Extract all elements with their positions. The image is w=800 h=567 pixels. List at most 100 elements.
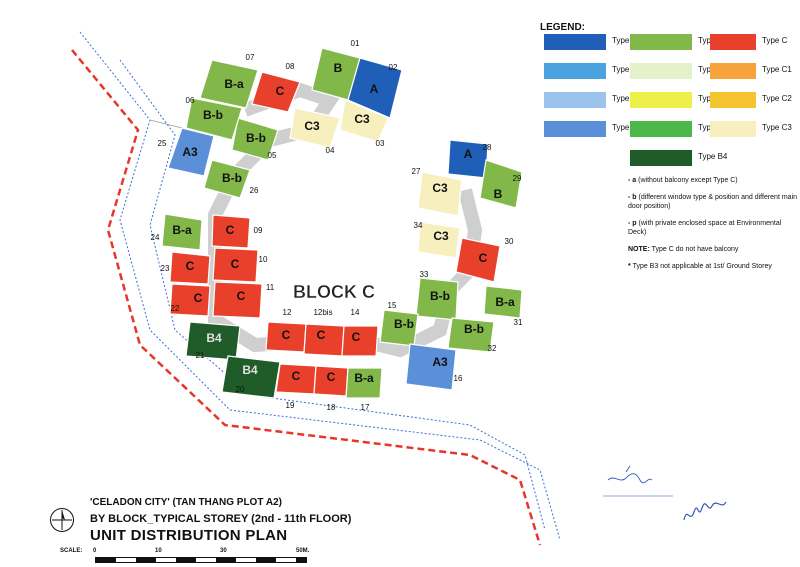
- scale-tick: 0: [93, 548, 97, 554]
- scale-tick: 50M.: [296, 548, 310, 554]
- labels-layer: B01A02C303C304B-b05B-b06B-a07C08A325B-b2…: [151, 39, 523, 412]
- unit-number-label: 08: [286, 62, 295, 71]
- unit-type-label: C: [237, 289, 246, 303]
- legend-swatch: [544, 92, 606, 108]
- unit-26: [203, 159, 251, 199]
- unit-type-label: C3: [433, 229, 449, 243]
- legend-notes: - a (without balcony except Type C) - b …: [628, 176, 798, 279]
- unit-number-label: 03: [376, 139, 385, 148]
- site-road-red: [71, 49, 542, 546]
- legend-swatch: [544, 34, 606, 50]
- unit-number-label: 30: [505, 237, 514, 246]
- unit-number-label: 24: [151, 233, 160, 242]
- drawing-title: UNIT DISTRIBUTION PLAN: [90, 527, 288, 544]
- scale-label: SCALE:: [60, 548, 83, 554]
- unit-number-label: 06: [186, 96, 195, 105]
- unit-number-label: 31: [514, 318, 523, 327]
- unit-29: [479, 159, 523, 209]
- unit-number-label: 21: [196, 351, 205, 360]
- unit-09: [211, 214, 251, 249]
- legend-swatch: [630, 121, 692, 137]
- unit-type-label: C: [282, 328, 291, 342]
- unit-number-label: 29: [513, 174, 522, 183]
- legend-swatch: [710, 92, 756, 108]
- unit-type-label: C3: [432, 181, 448, 195]
- unit-34: [417, 221, 461, 259]
- unit-type-label: B4: [242, 363, 258, 377]
- unit-type-label: B: [494, 187, 503, 201]
- unit-number-label: 11: [266, 283, 275, 292]
- unit-number-label: 05: [268, 151, 277, 160]
- scale-bar-graphic: [95, 557, 307, 563]
- unit-03: [339, 99, 389, 143]
- scale-tick: 10: [155, 548, 162, 554]
- north-arrow-icon: [50, 508, 74, 532]
- unit-27: [417, 171, 463, 217]
- drawing-subtitle: BY BLOCK_TYPICAL STOREY (2nd - 11th FLOO…: [90, 513, 352, 525]
- unit-number-label: 18: [327, 403, 336, 412]
- legend-swatch: [630, 150, 692, 166]
- unit-type-label: C: [317, 328, 326, 342]
- legend-swatch: [544, 63, 606, 79]
- unit-number-label: 04: [326, 146, 335, 155]
- unit-number-label: 12: [283, 308, 292, 317]
- title-block: 'CELADON CITY' (TAN THANG PLOT A2) BY BL…: [90, 497, 390, 567]
- unit-number-label: 10: [259, 255, 268, 264]
- unit-type-label: B-b: [222, 171, 242, 185]
- unit-31: [483, 285, 523, 319]
- unit-type-label: B-b: [394, 317, 414, 331]
- legend-swatch: [630, 34, 692, 50]
- legend-label: Type B4: [698, 152, 728, 161]
- site-road-blue-inner: [119, 59, 546, 531]
- legend-swatch: [544, 121, 606, 137]
- unit-22: [169, 283, 211, 317]
- unit-number-label: 28: [483, 143, 492, 152]
- note-a: - a (without balcony except Type C): [628, 177, 738, 184]
- scale-tick: 30: [220, 548, 227, 554]
- unit-20: [221, 355, 281, 399]
- unit-type-label: A: [370, 82, 379, 96]
- unit-type-label: B-a: [495, 295, 515, 309]
- unit-number-label: 07: [246, 53, 255, 62]
- unit-type-label: B-b: [430, 289, 450, 303]
- unit-type-label: B-b: [203, 108, 223, 122]
- unit-type-label: B: [334, 61, 343, 75]
- unit-number-label: 25: [158, 139, 167, 148]
- unit-number-label: 26: [250, 186, 259, 195]
- unit-type-label: B4: [206, 331, 222, 345]
- unit-08: [251, 71, 301, 113]
- unit-type-label: C3: [354, 112, 370, 126]
- unit-type-label: C: [194, 291, 203, 305]
- unit-number-label: 09: [254, 226, 263, 235]
- note-type-c: NOTE: Type C do not have balcony: [628, 246, 739, 253]
- unit-17: [345, 367, 383, 399]
- site-road-blue-outer: [79, 31, 561, 541]
- unit-24: [161, 213, 203, 251]
- unit-05: [231, 117, 279, 161]
- unit-type-label: C: [226, 223, 235, 237]
- legend-label: Type C3: [762, 123, 792, 132]
- legend-swatch: [710, 121, 756, 137]
- units-layer: [161, 47, 523, 399]
- legend-label: Type A2: [612, 94, 641, 103]
- unit-type-label: C: [327, 370, 336, 384]
- note-p: - p (with private enclosed space at Envi…: [628, 220, 782, 236]
- unit-number-label: 20: [236, 385, 245, 394]
- unit-type-label: C: [186, 259, 195, 273]
- unit-10: [212, 247, 259, 283]
- unit-number-label: 22: [171, 304, 180, 313]
- unit-number-label: 32: [488, 344, 497, 353]
- unit-type-label: C: [292, 369, 301, 383]
- unit-number-label: 27: [412, 167, 421, 176]
- legend-label: Type C2: [762, 94, 792, 103]
- legend-label: Type A1: [612, 65, 641, 74]
- unit-type-label: C: [352, 330, 361, 344]
- unit-number-label: 23: [161, 264, 170, 273]
- unit-type-label: B-b: [246, 131, 266, 145]
- unit-30: [455, 237, 501, 283]
- unit-number-label: 01: [351, 39, 360, 48]
- unit-type-label: B-b: [464, 322, 484, 336]
- unit-16: [405, 343, 457, 391]
- unit-02: [347, 57, 403, 119]
